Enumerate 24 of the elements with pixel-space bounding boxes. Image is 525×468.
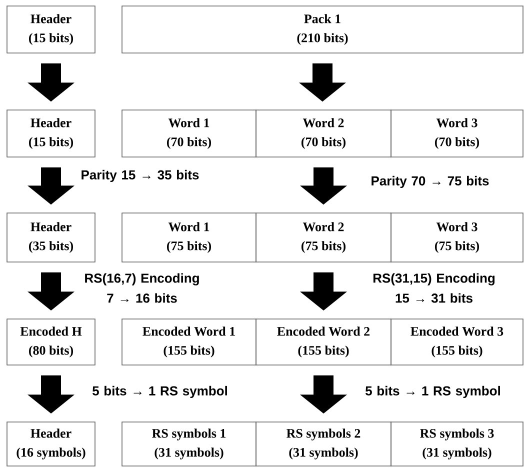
text-box: Word 2 (75 bits) [256, 212, 392, 262]
edge-label: 5 bits → 1 RS symbol [92, 386, 227, 398]
edge-label: 5 bits → 1 RS symbol [366, 386, 500, 398]
text-box: Pack 1 (210 bits) [122, 6, 524, 54]
text-box: Word 1 (75 bits) [122, 212, 256, 262]
text-box: Encoded Word 1 (155 bits) [122, 318, 256, 366]
text-box: Word 1 (70 bits) [122, 110, 256, 158]
text-box: RS symbols 2 (31 symbols) [256, 422, 392, 466]
text-box: Encoded H (80 bits) [6, 318, 96, 366]
edge-label: Parity 70 → 75 bits [372, 176, 489, 188]
text-box: Word 3 (75 bits) [390, 212, 524, 262]
edge-label: RS(16,7) Encoding 7 → 16 bits [85, 273, 199, 303]
text-box: Header (15 bits) [6, 6, 96, 54]
text-box: RS symbols 1 (31 symbols) [122, 422, 256, 466]
text-box: Encoded Word 3 (155 bits) [390, 318, 524, 366]
edge-label: Parity 15 → 35 bits [82, 170, 199, 182]
text-box: RS symbols 3 (31 symbols) [390, 422, 524, 466]
text-box: Header (16 symbols) [6, 422, 96, 466]
text-box: Encoded Word 2 (155 bits) [256, 318, 392, 366]
text-box: Word 3 (70 bits) [390, 110, 524, 158]
text-box: Header (35 bits) [6, 212, 96, 262]
edge-label: RS(31,15) Encoding 15 → 31 bits [373, 273, 495, 303]
text-box: Word 2 (70 bits) [256, 110, 392, 158]
text-box: Header (15 bits) [6, 110, 96, 158]
